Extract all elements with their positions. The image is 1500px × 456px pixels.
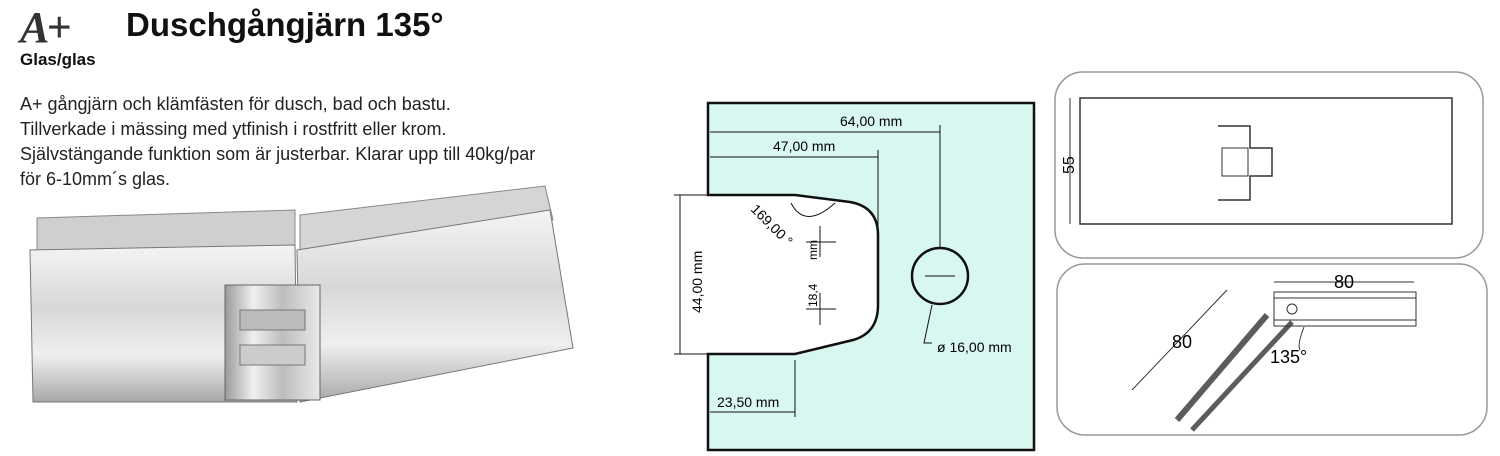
dim-18-label: 18,4 — [806, 283, 820, 307]
product-description: A+ gångjärn och klämfästen för dusch, ba… — [20, 92, 535, 192]
hole-label: ø 16,00 mm — [937, 339, 1012, 355]
description-line: Självstängande funktion som är justerbar… — [20, 144, 536, 164]
side-view-drawing: 80 80 135° — [1056, 263, 1488, 436]
description-line: A+ gångjärn och klämfästen för dusch, ba… — [20, 94, 451, 114]
product-photo — [29, 185, 574, 403]
page-title: Duschgångjärn 135° — [126, 6, 444, 43]
glass-panel-outline — [706, 101, 1036, 452]
dim-64-label: 64,00 mm — [840, 113, 902, 129]
dim-23-label: 23,50 mm — [717, 394, 779, 410]
dim-47-label: 47,00 mm — [773, 138, 835, 154]
brand-logo: A+ — [20, 3, 71, 52]
dim-44-label: 44,00 mm — [689, 251, 705, 313]
angle-label-135: 135° — [1270, 347, 1307, 367]
top-view-drawing: 55 — [1054, 71, 1484, 259]
description-line: Tillverkade i mässing med ytfinish i ros… — [20, 119, 447, 139]
length-b-label: 80 — [1172, 332, 1192, 352]
length-a-label: 80 — [1334, 272, 1354, 292]
description-line: för 6-10mm´s glas. — [20, 169, 171, 189]
dim-18-unit: mm — [806, 240, 820, 260]
width-label: 55 — [1061, 156, 1078, 174]
page-subtitle: Glas/glas — [20, 50, 96, 69]
cutout-drawing: 64,00 mm 47,00 mm 44,00 mm 169,00 ° mm 1… — [674, 101, 1036, 452]
angle-label: 169,00 ° — [748, 201, 796, 249]
